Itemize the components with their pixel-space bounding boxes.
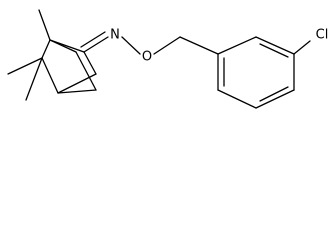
bond-bridgehead-bridge (41, 39, 51, 59)
bond-aryl-cl (293, 40, 311, 55)
atom-label-cl: Cl (316, 28, 329, 43)
bond-gem-methyl-a (7, 57, 43, 75)
atom-label-o: O (142, 50, 152, 65)
bicyclic-skeleton (7, 9, 97, 101)
bond-ch2-aryl (179, 36, 219, 55)
bond-n-o (121, 36, 141, 55)
bond-c2-c3 (83, 51, 97, 75)
bond-gem-methyl-b (25, 57, 43, 101)
atom-n: N (110, 28, 120, 43)
oxime-double-bond (80, 31, 109, 53)
bond-bridgehead-c6 (49, 39, 77, 53)
bond-c5-c4 (57, 89, 97, 94)
atom-label-n: N (110, 28, 120, 43)
bond-c6-c5 (75, 51, 97, 91)
bond-c3-c4 (57, 73, 97, 94)
bond-bridge-lower (41, 57, 59, 94)
bond-o-ch2 (153, 36, 181, 55)
bond-methyl-top (38, 9, 51, 41)
chemical-structure: N O Cl (7, 9, 329, 109)
atom-o: O (142, 50, 152, 65)
ether-linker (121, 36, 219, 55)
benzene-ring (217, 36, 295, 109)
atom-cl: Cl (316, 28, 329, 43)
